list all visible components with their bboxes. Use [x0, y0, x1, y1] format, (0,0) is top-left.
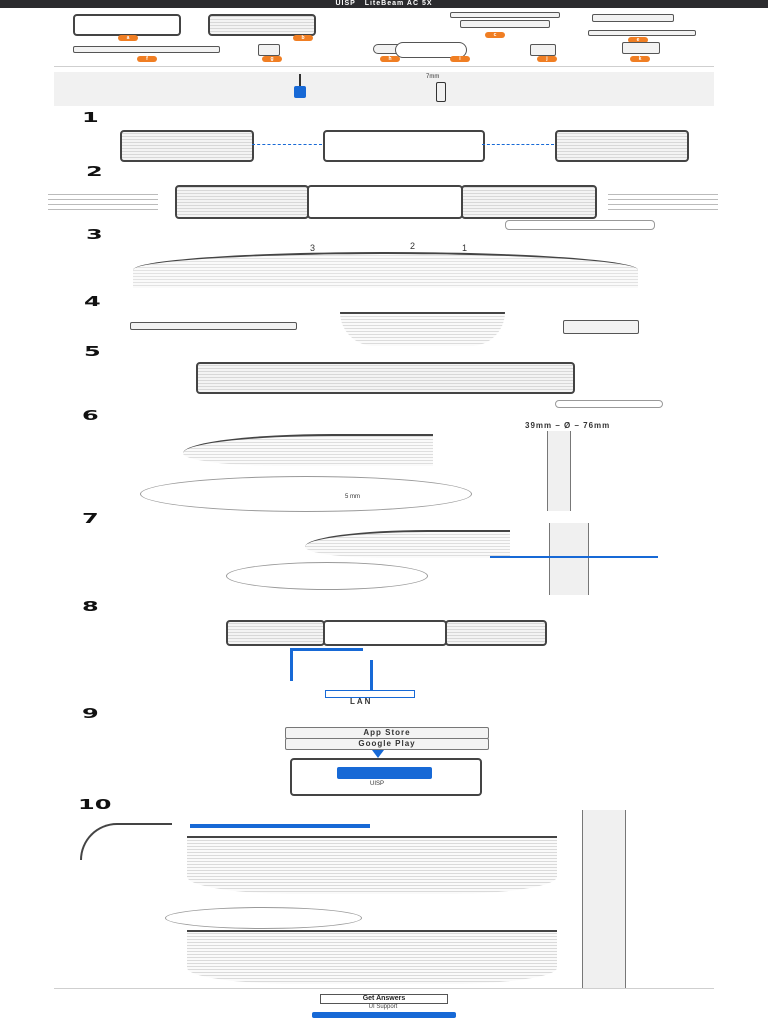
step10-detail-callout [165, 907, 362, 929]
step2-panel-center [307, 185, 463, 219]
step-number-5: 5 [84, 343, 101, 360]
support-link[interactable] [312, 1012, 456, 1018]
step3-label-2: 2 [410, 241, 416, 251]
step1-panel-center [323, 130, 485, 162]
step8-cable-down [370, 660, 373, 690]
part-badge-k: k [630, 56, 650, 62]
step2-panel-left [175, 185, 309, 219]
part-badge-j: j [537, 56, 557, 62]
product-name: LiteBeam AC 5X [364, 0, 433, 7]
step8-cable [290, 648, 363, 681]
step-number-8: 8 [82, 598, 99, 615]
part-badge-b: b [293, 35, 313, 41]
footer-divider [54, 988, 714, 989]
support-subtitle: UI Support [368, 1004, 398, 1010]
part-k-illustration [622, 42, 660, 54]
part-c-illustration [450, 12, 560, 18]
part-b-illustration [208, 14, 316, 36]
step3-dish [133, 252, 638, 288]
step-number-2: 2 [86, 163, 103, 180]
wrench-size-label: 7mm [426, 74, 440, 80]
step-number-6: 6 [82, 407, 99, 424]
step2-screwdriver-callout [505, 220, 655, 230]
part-badge-g: g [262, 56, 282, 62]
step10-alignment-bar [190, 824, 370, 828]
step4-arm [130, 322, 297, 330]
lan-label: LAN [350, 697, 373, 706]
screwdriver-icon [294, 86, 306, 98]
step3-label-3: 3 [310, 243, 316, 253]
step-number-9: 9 [82, 705, 99, 722]
step2-screws-right [608, 190, 718, 210]
step6-detail-callout [140, 476, 472, 512]
google-play-button[interactable]: Google Play [285, 738, 489, 750]
step1-guide-left [252, 144, 322, 145]
step1-guide-right [482, 144, 554, 145]
step10-pole [582, 810, 626, 988]
part-e-illustration [588, 30, 696, 36]
step2-panel-right [461, 185, 597, 219]
part-a-illustration [73, 14, 181, 36]
step8-panel-left [226, 620, 325, 646]
part-badge-h: h [380, 56, 400, 62]
step2-screws-left [48, 190, 158, 210]
step8-panel-right [445, 620, 547, 646]
step1-panel-left [120, 130, 254, 162]
step-number-7: 7 [82, 510, 99, 527]
step1-panel-right [555, 130, 689, 162]
step4-mount [563, 320, 639, 334]
step-number-10: 10 [78, 796, 112, 813]
part-badge-i: i [450, 56, 470, 62]
brand-logo: UISP [335, 0, 356, 7]
step10-dish-bottom [187, 930, 557, 984]
step7-pole [549, 523, 589, 595]
wrench-icon [436, 82, 446, 102]
step6-pole [547, 431, 571, 511]
part-f-illustration [73, 46, 220, 53]
step8-panel-center [323, 620, 447, 646]
step7-dish [305, 530, 510, 558]
step7-detail-callout [226, 562, 428, 590]
step-number-3: 3 [86, 226, 103, 243]
divider [54, 66, 714, 67]
part-badge-e: e [628, 37, 648, 43]
part-d-illustration [592, 14, 674, 22]
step6-gap-label: 5 mm [345, 494, 360, 500]
part-c2-illustration [460, 20, 550, 28]
step7-cable [490, 556, 658, 558]
part-j-illustration [530, 44, 556, 56]
get-answers-title: Get Answers [320, 994, 448, 1004]
step5-assembly [196, 362, 575, 394]
part-g-illustration [258, 44, 280, 56]
step-number-1: 1 [82, 109, 99, 126]
step10-dish-top [187, 836, 557, 894]
tools-panel: 7mm [54, 72, 714, 106]
step-number-4: 4 [84, 293, 101, 310]
step6-dish [183, 434, 433, 466]
part-badge-a: a [118, 35, 138, 41]
part-badge-f: f [137, 56, 157, 62]
screwdriver-shaft-icon [299, 74, 301, 86]
step5-screwdriver-callout [555, 400, 663, 408]
download-arrow-icon [372, 750, 384, 758]
step4-dish [340, 312, 505, 346]
part-badge-c: c [485, 32, 505, 38]
uisp-app-tile[interactable] [337, 767, 432, 779]
part-i-illustration [395, 42, 467, 58]
step3-label-1: 1 [462, 243, 468, 253]
rotate-arrow-icon [80, 823, 172, 860]
app-name-label: UISP [370, 781, 385, 787]
pole-range-label: 39mm – Ø – 76mm [525, 421, 611, 430]
step8-lan-device [325, 690, 415, 698]
header-bar: UISP LiteBeam AC 5X [0, 0, 768, 8]
